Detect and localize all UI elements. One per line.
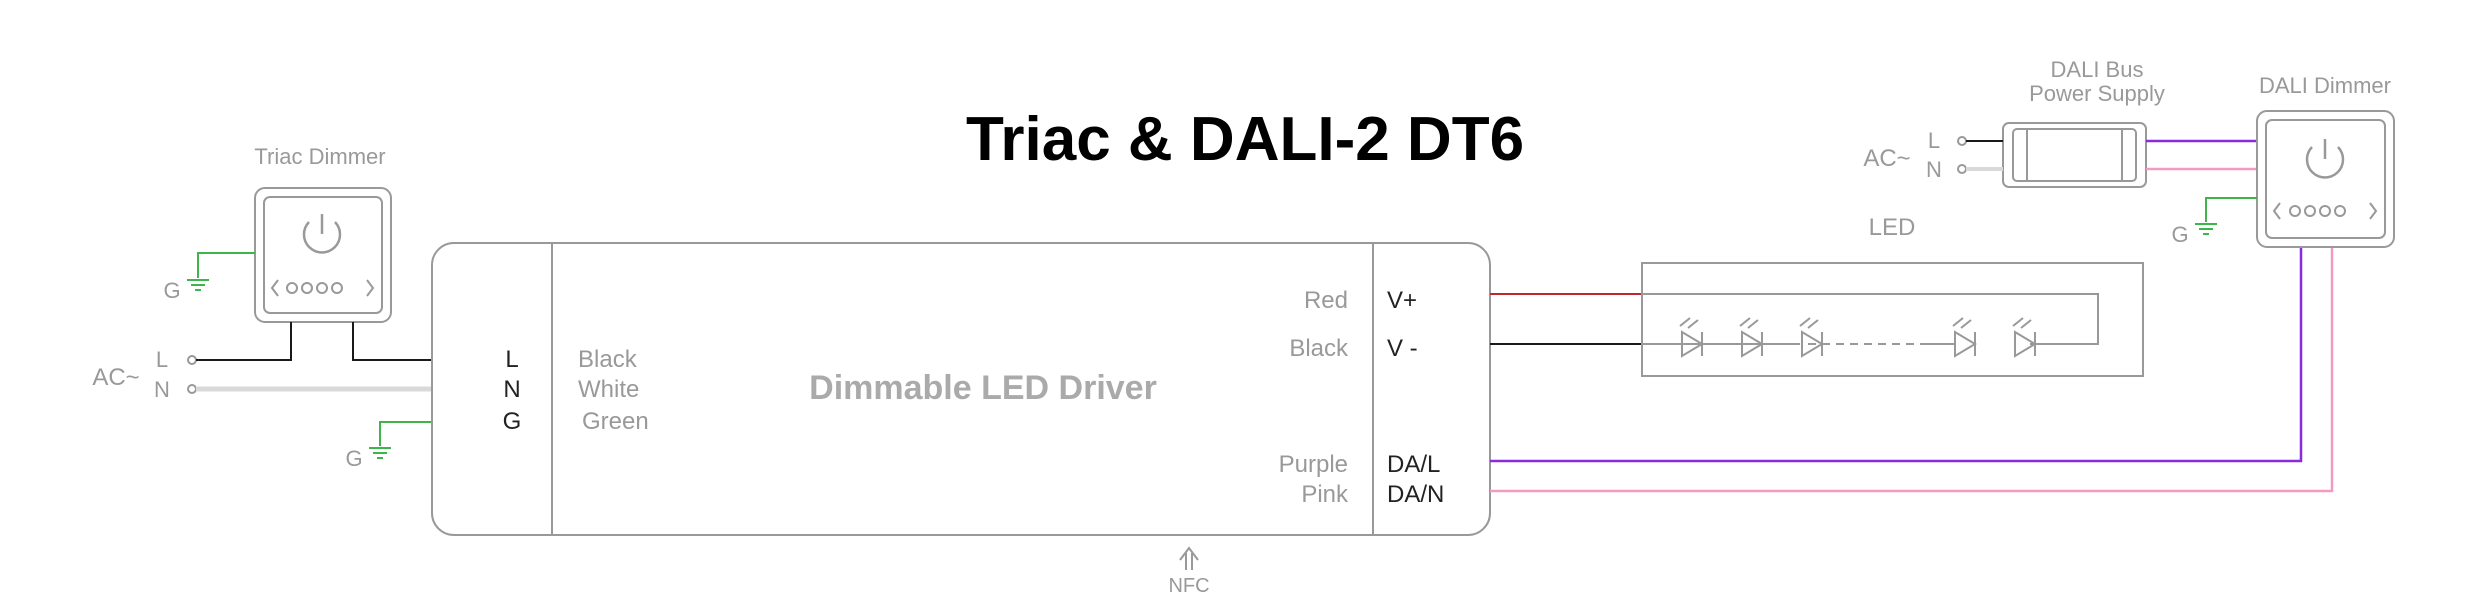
output-terminal-dan: DA/N xyxy=(1387,481,1444,508)
dali-psu-n-label: N xyxy=(1926,157,1942,182)
led-strip xyxy=(1641,262,2144,377)
triac-ground-wire xyxy=(197,252,255,278)
pink-wire xyxy=(1490,247,2334,493)
driver-ground-label: G xyxy=(345,446,362,471)
dali-dimmer-label: DALI Dimmer xyxy=(2259,73,2391,98)
output-terminal-vplus: V+ xyxy=(1387,287,1417,314)
triac-l-wire xyxy=(196,322,292,361)
power-icon xyxy=(302,214,342,254)
ground-icon xyxy=(187,279,209,291)
dali-psu-label-1: DALI Bus xyxy=(2051,57,2144,82)
input-terminal-l: L xyxy=(505,346,518,373)
triac-n-label: N xyxy=(154,377,170,402)
dali-ground-wire xyxy=(2205,197,2257,222)
led-driver xyxy=(431,242,1491,536)
ground-icon-2 xyxy=(369,447,391,459)
output-wire-purple: Purple xyxy=(1279,451,1348,478)
nfc-arrow-icon xyxy=(1179,546,1199,570)
triac-ground-label: G xyxy=(163,278,180,303)
ground-icon-3 xyxy=(2195,223,2217,235)
dimmer-dots-icon xyxy=(270,279,375,297)
dali-psu-l-label: L xyxy=(1928,128,1940,153)
nfc-label: NFC xyxy=(1168,575,1209,597)
diagram-title: Triac & DALI-2 DT6 xyxy=(966,105,1524,174)
led-label: LED xyxy=(1869,214,1916,241)
driver-name: Dimmable LED Driver xyxy=(809,369,1157,407)
triac-l-label: L xyxy=(156,347,168,372)
triac-dimmer xyxy=(254,187,392,323)
dimmer-dots-icon xyxy=(2272,202,2378,220)
output-terminal-vminus: V - xyxy=(1387,335,1418,362)
triac-dimmer-label: Triac Dimmer xyxy=(254,144,385,169)
dali-ground-label: G xyxy=(2171,222,2188,247)
driver-ground-wire xyxy=(379,421,432,446)
power-icon xyxy=(2305,139,2345,179)
output-terminal-dal: DA/L xyxy=(1387,451,1440,478)
dali-dimmer xyxy=(2256,110,2395,248)
triac-out-wire xyxy=(352,322,432,361)
input-terminal-n: N xyxy=(503,376,520,403)
dali-psu-label-2: Power Supply xyxy=(2029,81,2165,106)
output-wire-pink: Pink xyxy=(1301,481,1349,508)
input-wire-white: White xyxy=(578,376,639,403)
input-wire-black: Black xyxy=(578,346,638,373)
dali-psu-ac-label: AC~ xyxy=(1863,145,1910,172)
input-terminal-g: G xyxy=(503,408,522,435)
output-wire-black: Black xyxy=(1289,335,1349,362)
purple-wire xyxy=(1490,247,2303,463)
dali-bus-power-supply xyxy=(2002,122,2147,188)
triac-ac-label: AC~ xyxy=(92,364,139,391)
input-wire-green: Green xyxy=(582,408,649,435)
output-wire-red: Red xyxy=(1304,287,1348,314)
led-diode-icon xyxy=(1679,317,2037,358)
